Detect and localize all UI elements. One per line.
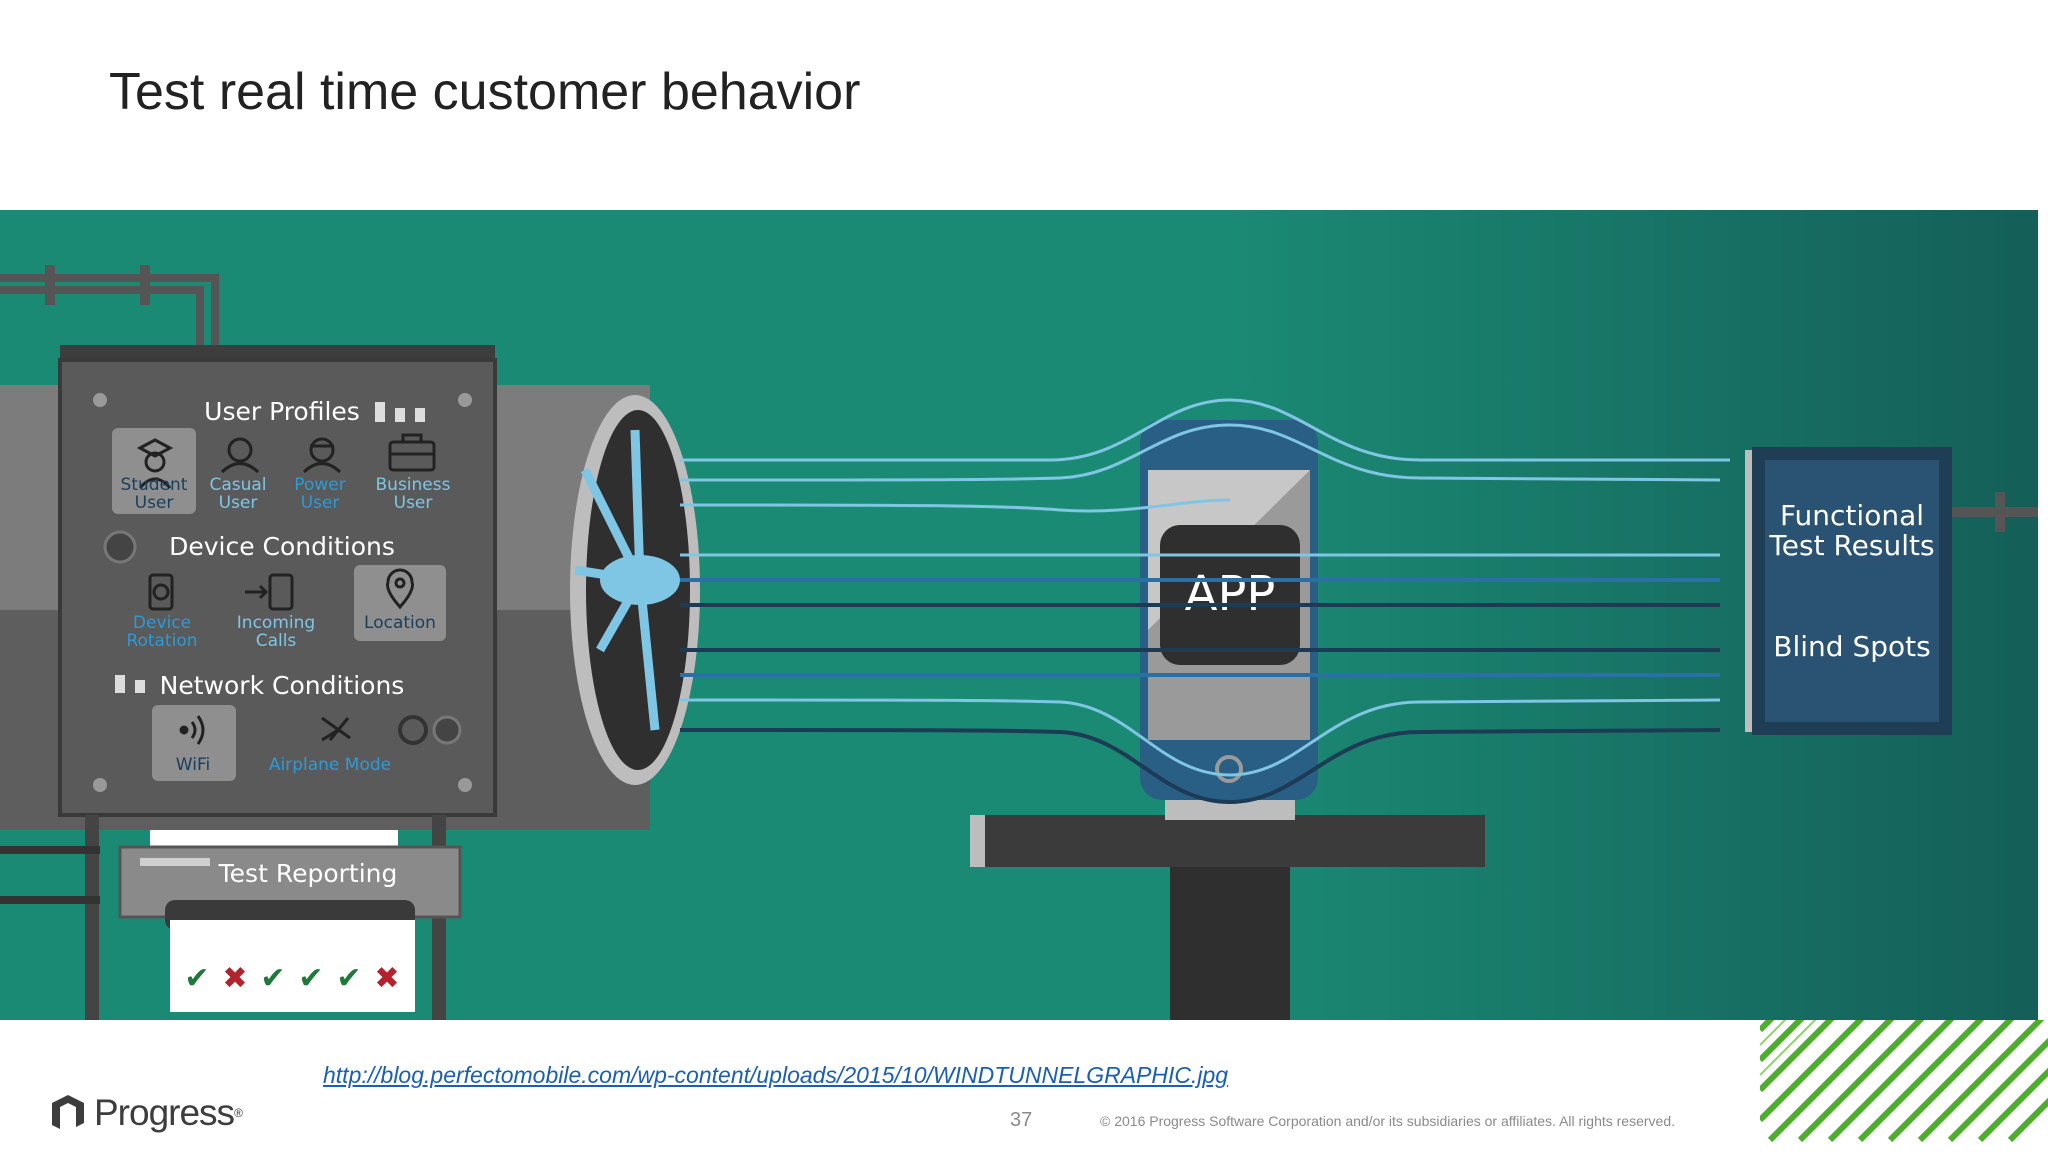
progress-logo: Progress® [48, 1088, 243, 1138]
app-icon [1160, 525, 1300, 665]
pipes [0, 265, 219, 355]
phone-stand-table [970, 815, 1485, 867]
slide-title: Test real time customer behavior [109, 63, 861, 121]
app-label: APP [1185, 566, 1276, 622]
copyright-notice: © 2016 Progress Software Corporation and… [1100, 1113, 1675, 1129]
profile-label: User [135, 493, 174, 513]
report-paper [170, 920, 415, 1012]
rotation-icon [148, 573, 174, 611]
profile-label: Power [294, 475, 345, 495]
user-profiles-heading: User Profiles [204, 397, 360, 426]
dial-icon [103, 530, 137, 564]
location-pin-icon [386, 568, 414, 610]
airflow-lines [679, 398, 1730, 805]
logo-text: Progress [94, 1092, 235, 1133]
network-condition-label: Airplane Mode [269, 755, 391, 775]
toggle-knob-icon [398, 715, 428, 745]
device-condition-label: Incoming [237, 613, 315, 633]
panel-switches-1 [375, 402, 425, 422]
pipes-right [1952, 492, 2038, 532]
airplane-icon [321, 716, 351, 742]
results-line: Blind Spots [1773, 630, 1930, 663]
toggle-knob-icon [432, 715, 462, 745]
decorative-green-stripes [1760, 1020, 2048, 1143]
slide-number: 37 [1010, 1109, 1033, 1131]
panel-switches-2 [115, 675, 145, 693]
profile-label: User [394, 493, 433, 513]
power-user-icon [302, 437, 342, 474]
profile-label: User [219, 493, 258, 513]
profile-label: User [301, 493, 340, 513]
results-line: Test Results [1768, 529, 1934, 562]
logo-registered-mark: ® [234, 1106, 243, 1120]
phone-home-button [1215, 755, 1243, 783]
network-conditions-heading: Network Conditions [160, 671, 405, 700]
device-condition-label: Location [364, 613, 436, 633]
report-mark: ✖ [222, 961, 247, 996]
report-mark: ✔ [298, 961, 323, 996]
briefcase-icon [388, 433, 436, 472]
cable [0, 846, 100, 904]
phone-stand-column [1170, 867, 1290, 1020]
wifi-icon [179, 715, 205, 745]
device-condition-label: Rotation [126, 631, 197, 651]
incoming-call-icon [245, 573, 294, 611]
student-icon [136, 438, 174, 489]
profile-label: Business [376, 475, 451, 495]
results-line: Functional [1780, 499, 1924, 532]
report-mark: ✔ [336, 961, 361, 996]
report-mark: ✔ [260, 961, 285, 996]
profile-label: Casual [209, 475, 266, 495]
source-link[interactable]: http://blog.perfectomobile.com/wp-conten… [323, 1062, 1229, 1088]
report-mark: ✔ [184, 961, 209, 996]
profile-label: Student [121, 475, 188, 495]
report-mark: ✖ [374, 961, 399, 996]
person-icon [220, 437, 260, 474]
device-conditions-heading: Device Conditions [169, 532, 395, 561]
wind-tunnel-graphic: User Profiles Student User Casual User P… [0, 210, 2038, 1020]
device-condition-label: Calls [256, 631, 297, 651]
progress-logo-icon [52, 1095, 84, 1129]
network-condition-label: WiFi [176, 755, 210, 775]
device-condition-label: Device [133, 613, 191, 633]
test-reporting-label: Test Reporting [218, 859, 398, 888]
